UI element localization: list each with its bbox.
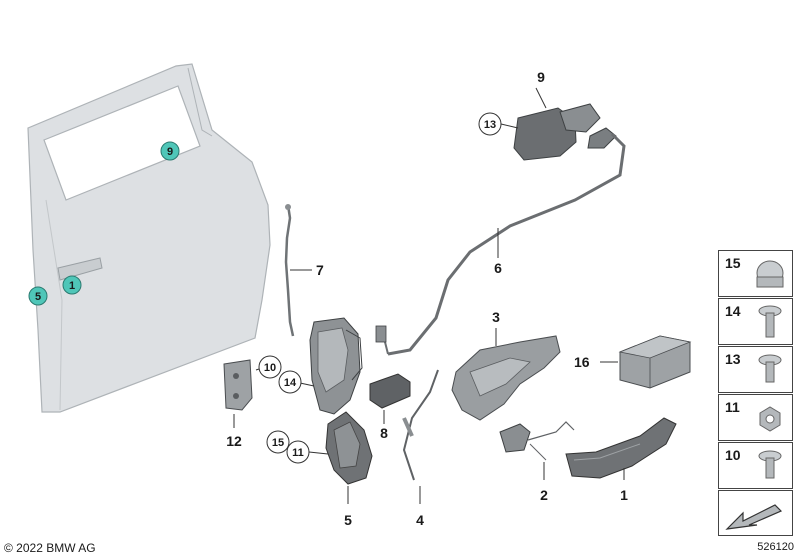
kit-num-11: 11 bbox=[725, 399, 740, 415]
kit-num-13: 13 bbox=[725, 351, 741, 367]
kit-num-15: 15 bbox=[725, 255, 741, 271]
callout-3: 3 bbox=[492, 309, 500, 325]
svg-text:1: 1 bbox=[69, 280, 75, 292]
part-16-box: 16 bbox=[574, 335, 692, 389]
svg-text:9: 9 bbox=[167, 146, 173, 158]
callout-1: 1 bbox=[620, 487, 628, 503]
callout-10: 10 bbox=[264, 362, 276, 374]
callout-16: 16 bbox=[574, 354, 590, 370]
torx-screw-icon bbox=[758, 450, 782, 479]
copyright-text: © 2022 BMW AG bbox=[4, 541, 96, 555]
callout-15: 15 bbox=[272, 437, 284, 449]
door-callout-1: 1 bbox=[62, 275, 82, 295]
torx-screw-icon bbox=[758, 354, 782, 383]
part-8-bracket: 8 bbox=[369, 373, 411, 441]
callout-7: 7 bbox=[316, 262, 324, 278]
kit-box-10: 10 bbox=[718, 442, 793, 489]
hex-nut-icon bbox=[759, 406, 781, 432]
kit-box-arrow bbox=[718, 490, 793, 536]
part-1-door-handle: 1 bbox=[565, 417, 677, 503]
part-4-cable: 4 bbox=[402, 369, 439, 528]
kit-num-14: 14 bbox=[725, 303, 741, 319]
part-3-bracket: 3 bbox=[451, 309, 561, 421]
part-6-bowden-cable: 6 bbox=[375, 132, 626, 356]
rear-door-panel bbox=[27, 63, 271, 413]
direction-arrow-icon bbox=[725, 504, 783, 530]
callout-13: 13 bbox=[484, 119, 496, 131]
callout-6: 6 bbox=[494, 260, 502, 276]
cap-nut-icon bbox=[756, 260, 784, 288]
kit-box-15: 15 bbox=[718, 250, 793, 297]
part-5-actuator: 5 11 15 bbox=[266, 411, 373, 528]
part-12-hinge: 12 10 bbox=[223, 355, 282, 449]
part-7-operating-rod: 7 bbox=[284, 204, 324, 337]
callout-4: 4 bbox=[416, 512, 424, 528]
svg-text:5: 5 bbox=[35, 291, 41, 303]
part-lock-unit: 14 bbox=[278, 317, 363, 415]
door-callout-5: 5 bbox=[28, 286, 48, 306]
callout-9: 9 bbox=[537, 69, 545, 85]
kit-box-11: 11 bbox=[718, 394, 793, 441]
callout-2: 2 bbox=[540, 487, 548, 503]
kit-num-10: 10 bbox=[725, 447, 741, 463]
torx-bolt-icon bbox=[758, 305, 782, 338]
part-2-cover-cap: 2 bbox=[499, 421, 575, 503]
callout-11: 11 bbox=[292, 447, 304, 459]
part-9-handle-carrier: 9 13 bbox=[478, 69, 617, 161]
door-callout-9: 9 bbox=[160, 141, 180, 161]
kit-box-14: 14 bbox=[718, 298, 793, 345]
kit-box-13: 13 bbox=[718, 346, 793, 393]
callout-5: 5 bbox=[344, 512, 352, 528]
callout-14: 14 bbox=[284, 377, 297, 389]
document-number: 526120 bbox=[757, 541, 794, 553]
callout-12: 12 bbox=[226, 433, 242, 449]
callout-8: 8 bbox=[380, 425, 388, 441]
